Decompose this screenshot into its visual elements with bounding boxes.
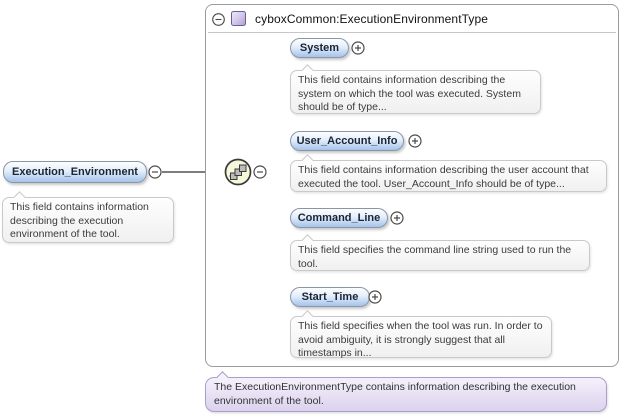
expand-icon-command-line[interactable] (390, 211, 404, 225)
annotation-command-line: This field specifies the command line st… (290, 234, 590, 271)
expand-icon-start-time[interactable] (368, 290, 382, 304)
element-label: Command_Line (297, 212, 381, 224)
element-user-account-info[interactable]: User_Account_Info (290, 131, 404, 151)
element-execution-environment[interactable]: Execution_Environment (3, 161, 147, 183)
sequence-compositor-icon[interactable] (224, 158, 268, 186)
type-header: cyboxCommon:ExecutionEnvironmentType (206, 5, 618, 30)
element-system[interactable]: System (290, 38, 349, 58)
element-command-line[interactable]: Command_Line (290, 208, 388, 228)
annotation-user-account-info: This field contains information describi… (290, 154, 607, 192)
collapse-type-icon[interactable] (212, 13, 225, 26)
element-start-time[interactable]: Start_Time (290, 287, 370, 307)
element-label: System (299, 42, 340, 54)
expand-icon-user-account-info[interactable] (408, 134, 422, 148)
element-label: Execution_Environment (12, 166, 138, 178)
annotation-system: This field contains information describi… (290, 64, 541, 114)
collapse-sequence-icon (253, 165, 267, 179)
annotation-start-time: This field specifies when the tool was r… (290, 310, 552, 359)
annotation-type: The ExecutionEnvironmentType contains in… (205, 371, 607, 412)
complex-type-icon (231, 11, 246, 26)
collapse-icon-execution-environment[interactable] (148, 165, 162, 179)
expand-icon-system[interactable] (351, 41, 365, 55)
element-label: Start_Time (301, 291, 359, 303)
header-divider (208, 32, 616, 33)
type-title: cyboxCommon:ExecutionEnvironmentType (255, 12, 489, 26)
element-label: User_Account_Info (296, 135, 398, 147)
annotation-execution-environment: This field contains information describi… (2, 191, 174, 243)
